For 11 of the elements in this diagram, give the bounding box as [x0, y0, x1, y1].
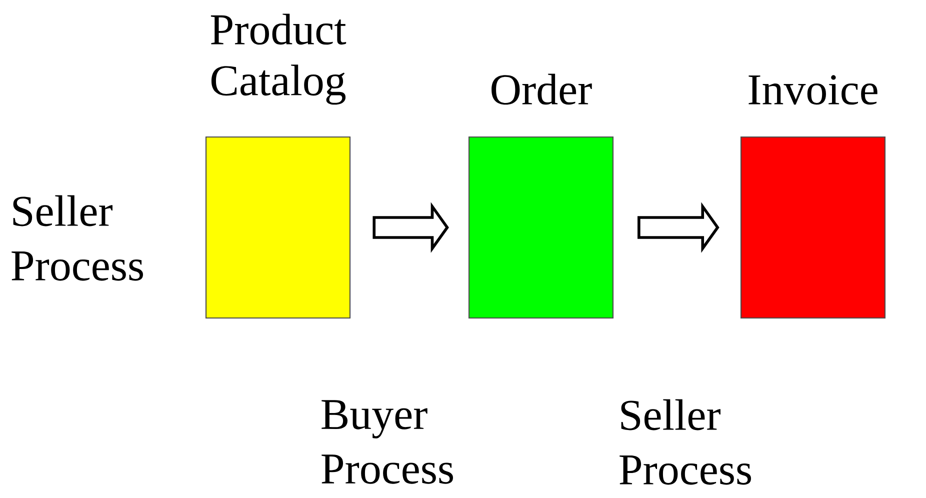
process-box: Invoice [740, 75, 886, 319]
block-arrow [638, 202, 720, 253]
node-label: Invoice [748, 75, 878, 105]
process-box: Order [468, 74, 614, 319]
block-arrow [372, 202, 449, 253]
process-label: Seller Process [620, 399, 751, 485]
process-label: Buyer Process [322, 400, 453, 484]
process-label: Seller Process [12, 195, 143, 281]
node-label: Order [492, 74, 592, 105]
node-label: Product Catalog [210, 14, 346, 105]
process-box: Product Catalog [205, 14, 351, 319]
